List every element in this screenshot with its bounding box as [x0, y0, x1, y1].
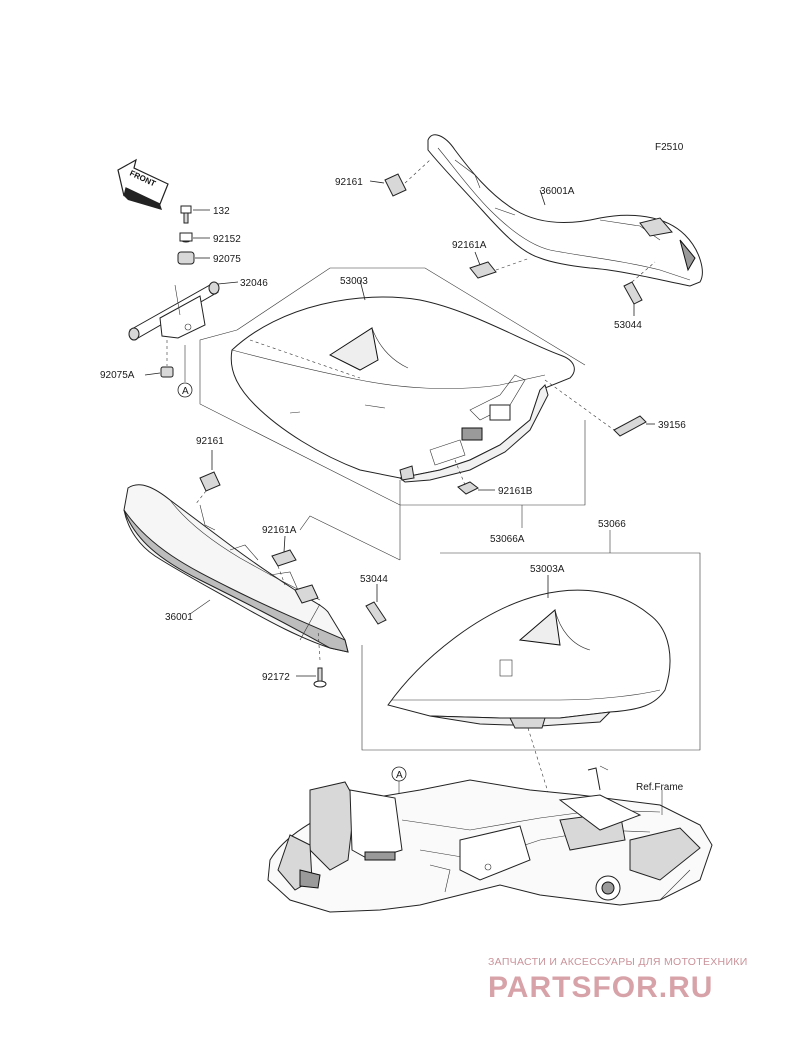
clip-92161A-top [469, 251, 531, 279]
watermark-brand: PARTSFOR.RU [488, 971, 713, 1004]
clip-92161A-left [271, 535, 297, 586]
damper-92075 [177, 251, 210, 265]
label-39156: 39156 [658, 420, 686, 431]
label-92161-top: 92161 [335, 177, 363, 188]
bolt-132 [180, 205, 210, 224]
pin-53044-left [365, 584, 387, 625]
figure-code: F2510 [655, 142, 684, 153]
label-132: 132 [213, 206, 230, 217]
frame-ref [267, 765, 713, 913]
label-36001A: 36001A [540, 186, 575, 197]
label-92161A-left: 92161A [262, 525, 297, 536]
bolt-92172 [296, 629, 327, 688]
label-92161B: 92161B [498, 486, 533, 497]
label-92075: 92075 [213, 254, 241, 265]
rubber-92161B [454, 459, 495, 495]
label-92161A-top: 92161A [452, 240, 487, 251]
nut-92075A [144, 340, 174, 378]
watermark-tagline: ЗАПЧАСТИ И АКСЕССУАРЫ ДЛЯ МОТОТЕХНИКИ [488, 956, 748, 968]
group-box-53066 [361, 552, 701, 751]
label-92172: 92172 [262, 672, 290, 683]
label-92152: 92152 [213, 234, 241, 245]
group-box-53066A [199, 329, 586, 506]
label-53003A: 53003A [530, 564, 565, 575]
reference-marker-a-top-label: A [182, 386, 189, 397]
watermark-logo: ЗАПЧАСТИ И АКСЕССУАРЫ ДЛЯ МОТОТЕХНИКИ PA… [488, 956, 748, 1004]
front-seat-53066A [230, 279, 575, 483]
label-92161-left: 92161 [196, 436, 224, 447]
label-53066A: 53066A [490, 534, 525, 545]
bracket-32046 [128, 281, 239, 341]
label-32046: 32046 [240, 278, 268, 289]
label-ref-frame: Ref.Frame [636, 782, 684, 793]
reference-marker-a-top [177, 382, 193, 398]
rubber-92161-top [369, 159, 431, 197]
label-53044-left: 53044 [360, 574, 388, 585]
label-36001: 36001 [165, 612, 193, 623]
pin-53044-top [623, 261, 656, 316]
rear-seat-53066 [387, 575, 671, 729]
label-53003: 53003 [340, 276, 368, 287]
reference-marker-a-bottom-label: A [396, 770, 403, 781]
pad-39156 [544, 379, 655, 437]
front-arrow-icon: FRONT [117, 158, 169, 210]
rubber-92161-left [194, 450, 221, 506]
label-53066: 53066 [598, 519, 626, 530]
cover-36001A [427, 134, 703, 287]
collar-92152 [179, 232, 210, 243]
cover-36001 [123, 484, 349, 653]
label-53044-top: 53044 [614, 320, 642, 331]
label-92075A: 92075A [100, 370, 135, 381]
